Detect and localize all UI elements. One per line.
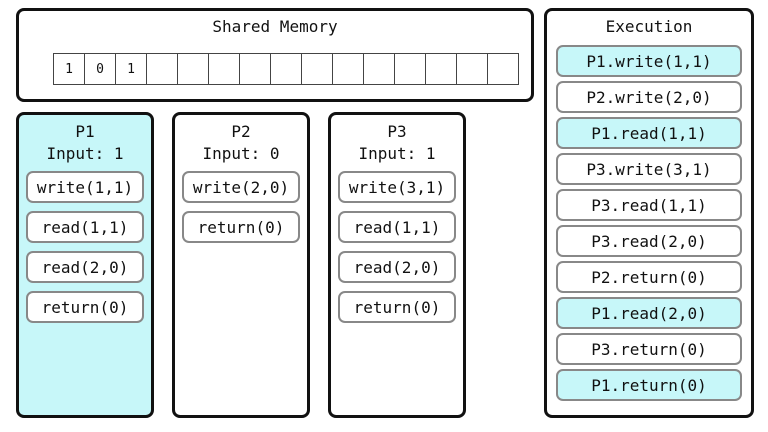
process-input: Input: 1 [358, 144, 436, 163]
memory-cell [301, 53, 333, 85]
memory-cell [456, 53, 488, 85]
process-name: P2 [231, 122, 251, 141]
operation-box: write(3,1) [338, 171, 456, 203]
operation-box: return(0) [26, 291, 144, 323]
operation-box: return(0) [182, 211, 300, 243]
operation-box: read(1,1) [338, 211, 456, 243]
memory-cell [146, 53, 178, 85]
memory-cell [239, 53, 271, 85]
execution-step: P1.read(1,1) [556, 117, 742, 149]
operation-box: write(2,0) [182, 171, 300, 203]
execution-step: P2.return(0) [556, 261, 742, 293]
process-name: P3 [387, 122, 407, 141]
process-p2-panel: P2 Input: 0 write(2,0) return(0) [172, 112, 310, 418]
operation-box: write(1,1) [26, 171, 144, 203]
execution-step: P3.return(0) [556, 333, 742, 365]
memory-cell [177, 53, 209, 85]
execution-step: P1.read(2,0) [556, 297, 742, 329]
process-name: P1 [75, 122, 95, 141]
process-input: Input: 1 [46, 144, 124, 163]
operation-box: read(2,0) [26, 251, 144, 283]
memory-cell: 1 [53, 53, 85, 85]
memory-cell [363, 53, 395, 85]
memory-cell [487, 53, 519, 85]
execution-panel: Execution P1.write(1,1) P2.write(2,0) P1.r… [544, 8, 754, 418]
execution-title: Execution [605, 17, 693, 36]
operation-box: read(1,1) [26, 211, 144, 243]
operation-box: return(0) [338, 291, 456, 323]
execution-step: P3.write(3,1) [556, 153, 742, 185]
execution-step: P3.read(2,0) [556, 225, 742, 257]
memory-cell [332, 53, 364, 85]
process-p3-panel: P3 Input: 1 write(3,1) read(1,1) read(2,0)… [328, 112, 466, 418]
memory-cell [394, 53, 426, 85]
execution-step: P3.read(1,1) [556, 189, 742, 221]
memory-cell: 1 [115, 53, 147, 85]
memory-cell [270, 53, 302, 85]
execution-step: P1.write(1,1) [556, 45, 742, 77]
execution-step: P1.return(0) [556, 369, 742, 401]
memory-cell: 0 [84, 53, 116, 85]
memory-cell [425, 53, 457, 85]
operation-box: read(2,0) [338, 251, 456, 283]
memory-cell [208, 53, 240, 85]
process-p1-panel: P1 Input: 1 write(1,1) read(1,1) read(2,0)… [16, 112, 154, 418]
execution-step: P2.write(2,0) [556, 81, 742, 113]
shared-memory-title: Shared Memory [212, 17, 338, 36]
process-input: Input: 0 [202, 144, 280, 163]
